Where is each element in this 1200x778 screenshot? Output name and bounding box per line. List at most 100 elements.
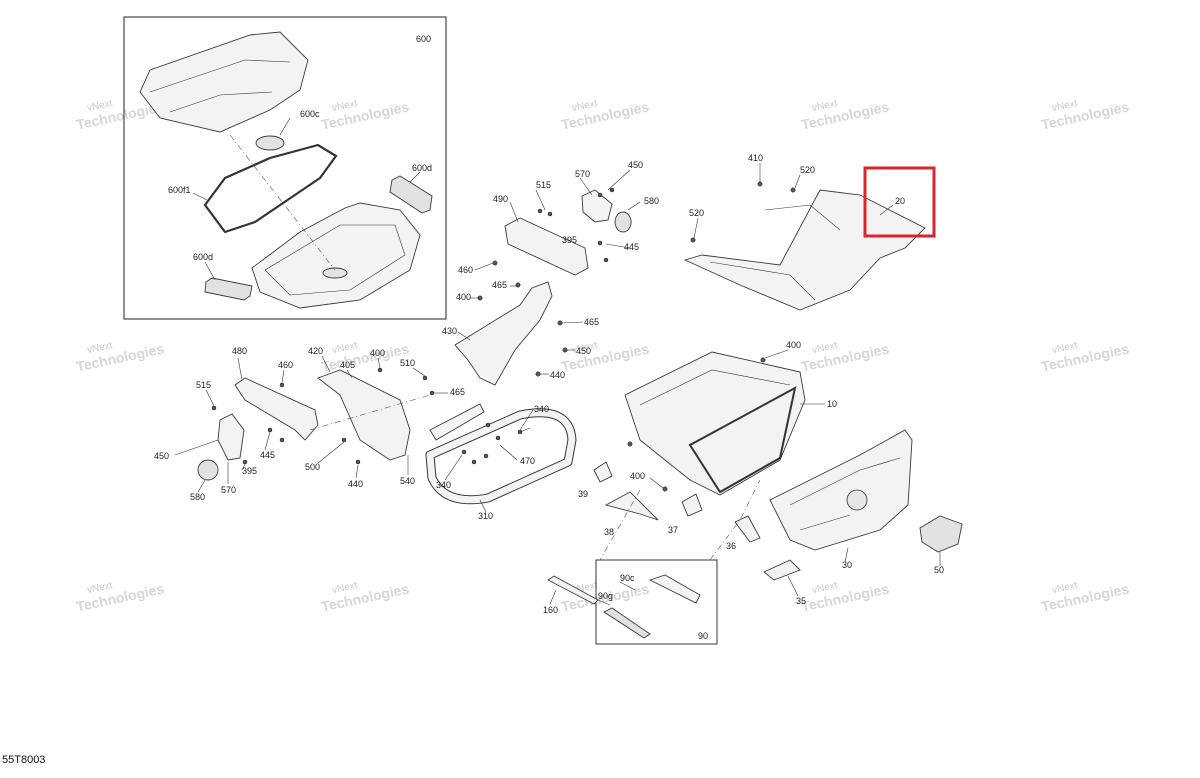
svg-text:vNext: vNext [331,580,359,596]
callout-400-right: 400 [786,340,801,350]
callout-460-top: 460 [458,265,473,275]
floor-panel-20: 410 520 520 20 [683,153,936,311]
callout-160: 160 [543,605,558,615]
watermark: vNext Technologies [800,98,891,133]
storage-box-part [624,351,806,496]
callout-445-top: 445 [624,242,639,252]
callout-515-left: 515 [196,380,211,390]
panel-38 [604,491,659,521]
rail-540 [429,403,485,441]
front-cover-part [769,429,913,551]
callout-445-left: 445 [260,450,275,460]
watermark: vNext Technologies [1040,340,1131,375]
callout-600: 600 [416,34,431,44]
bumper-loop-310: 340 340 470 310 [425,404,577,521]
callout-600d-top: 600d [412,163,432,173]
callout-510: 510 [400,358,415,368]
callout-440-left: 440 [348,479,363,489]
watermark: vNext Technologies [320,98,411,133]
callout-340-b: 340 [436,480,451,490]
highlight-box-20 [863,166,936,238]
inset-600: 600 600c 600d 600f1 600d [123,16,447,320]
callout-450-left: 450 [154,451,169,461]
latch-part [389,175,433,214]
svg-text:vNext: vNext [86,580,114,596]
plug-580 [197,459,219,481]
callout-20: 20 [895,196,905,206]
watermark: vNext Technologies [75,580,166,615]
callout-480: 480 [232,346,247,356]
svg-text:vNext: vNext [86,98,114,114]
left-bracket-assembly: 480 460 420 400 405 515 510 465 445 395 … [154,346,485,502]
center-lines [309,394,761,561]
callout-520-b: 520 [689,208,704,218]
callout-410: 410 [748,153,763,163]
toolkit-90: 90c 90g 160 90 [543,559,718,645]
callout-30: 30 [842,560,852,570]
callout-420: 420 [308,346,323,356]
panel-35 [763,559,801,581]
diagram-code: 55T8003 [2,754,46,766]
callout-35: 35 [796,596,806,606]
callout-570-top: 570 [575,169,590,179]
panel-37 [681,493,703,517]
callout-450-top: 450 [628,160,643,170]
callout-405: 405 [340,360,355,370]
callout-600d-bottom: 600d [193,252,213,262]
svg-text:vNext: vNext [1051,98,1079,114]
support-frame-490: 490 515 570 450 580 395 445 460 465 400 … [442,160,659,386]
svg-text:vNext: vNext [1051,580,1079,596]
crossbar-part [504,217,589,276]
callout-38: 38 [604,527,614,537]
bracket-420 [317,369,411,461]
callout-570-left: 570 [221,485,236,495]
callout-400-left: 400 [370,348,385,358]
callout-580-top: 580 [644,196,659,206]
callout-465-top: 465 [492,280,507,290]
cap-part [255,135,285,151]
plug-part [614,211,632,233]
callout-440-mid: 440 [550,370,565,380]
watermark: vNext Technologies [560,98,651,133]
callout-400-mid: 400 [456,292,471,302]
callout-580-left: 580 [190,492,205,502]
svg-text:vNext: vNext [86,340,114,356]
callout-600c: 600c [300,109,320,119]
tool-90g [603,607,651,639]
storage-lid [139,31,309,133]
callout-395-top: 395 [562,235,577,245]
svg-text:vNext: vNext [331,340,359,356]
part-50 [919,515,963,553]
watermark: vNext Technologies [75,340,166,375]
tool-90c [648,574,701,604]
callout-450-mid: 450 [576,346,591,356]
callout-395-left: 395 [242,466,257,476]
callout-37: 37 [668,525,678,535]
storage-box-10: 400 10 400 [624,340,837,496]
callout-39: 39 [578,489,588,499]
callout-36: 36 [726,541,736,551]
callout-400-box: 400 [630,471,645,481]
storage-tub [251,202,421,309]
svg-text:vNext: vNext [571,98,599,114]
watermark: vNext Technologies [320,340,411,375]
callout-50: 50 [934,565,944,575]
panel-39 [593,461,613,483]
callout-465-left: 465 [450,387,465,397]
watermark: vNext Technologies [1040,98,1131,133]
watermark: vNext Technologies [800,580,891,615]
callout-465-mid: 465 [584,317,599,327]
callout-460-left: 460 [278,360,293,370]
watermark: vNext Technologies [800,340,891,375]
callout-340-a: 340 [534,404,549,414]
callout-520-a: 520 [800,165,815,175]
watermark: vNext Technologies [1040,580,1131,615]
callout-540: 540 [400,476,415,486]
watermark: vNext Technologies [320,580,411,615]
bracket-480 [234,377,319,441]
callout-470: 470 [520,456,535,466]
seal-part [203,143,338,234]
svg-text:vNext: vNext [811,340,839,356]
